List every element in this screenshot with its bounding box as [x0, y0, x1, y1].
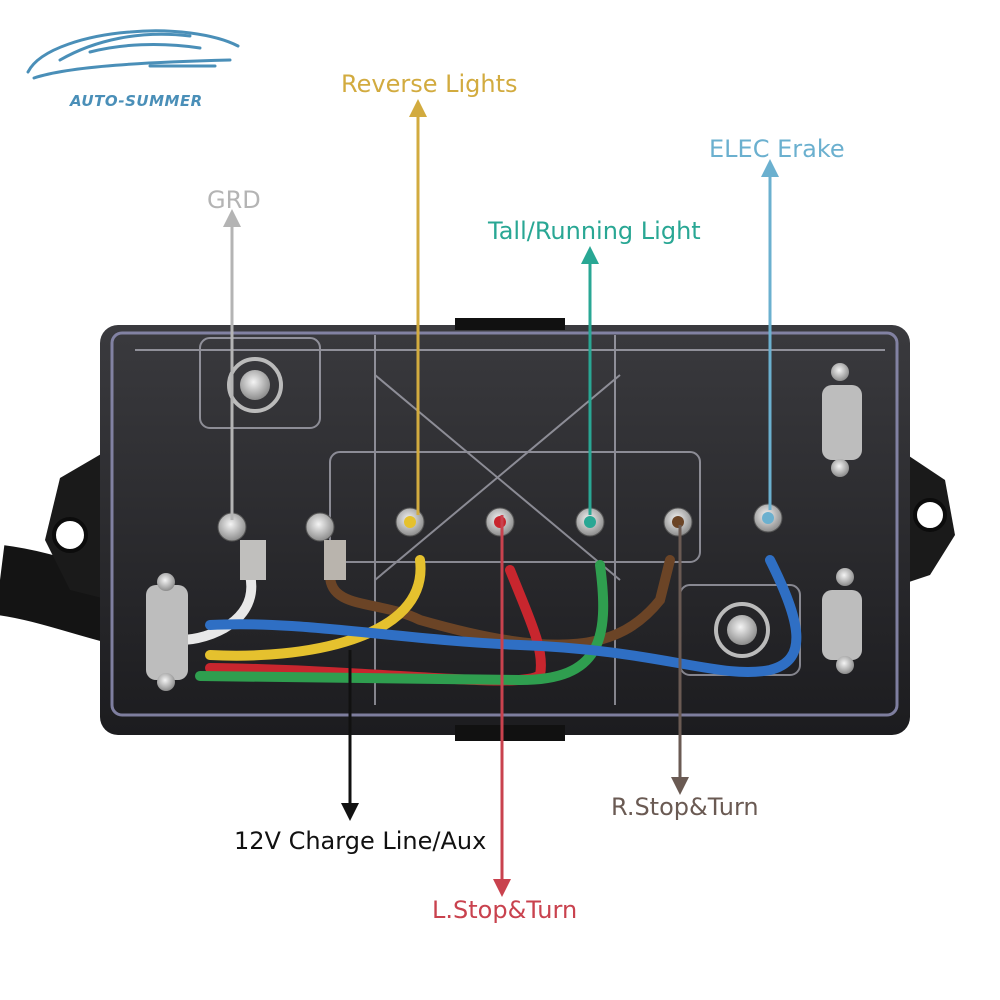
label-right-stop-turn: R.Stop&Turn	[611, 793, 759, 821]
brand-name: AUTO-SUMMER	[70, 92, 203, 110]
label-grd: GRD	[207, 186, 261, 214]
wire-blue	[205, 555, 802, 677]
cable-clamp-bottom-right	[822, 568, 862, 674]
mount-screw-top-left	[227, 357, 283, 413]
terminal-reverse	[395, 507, 425, 537]
wire-brown	[325, 555, 675, 650]
mounting-hole-left	[52, 517, 88, 553]
wire-bundle	[175, 555, 802, 686]
terminal-brake	[753, 503, 783, 533]
label-elec-brake: ELEC Erake	[709, 135, 845, 163]
label-tail-running-light: Tall/Running Light	[488, 217, 701, 245]
terminal-tail	[575, 507, 605, 537]
terminal-aux	[305, 512, 346, 580]
terminal-right-turn	[663, 507, 693, 537]
label-left-stop-turn: L.Stop&Turn	[432, 896, 578, 924]
wire-yellow	[205, 555, 426, 661]
label-12v-aux: 12V Charge Line/Aux	[234, 827, 487, 855]
clear-lid	[110, 331, 899, 717]
cable-clamp-left	[146, 573, 188, 691]
car-silhouette-icon	[26, 29, 240, 80]
label-reverse-lights: Reverse Lights	[341, 70, 518, 98]
cable-clamp-top-right	[822, 363, 862, 477]
terminal-left-turn	[485, 507, 515, 537]
mount-screw-bottom-right	[714, 602, 770, 658]
mounting-hole-right	[913, 498, 947, 532]
